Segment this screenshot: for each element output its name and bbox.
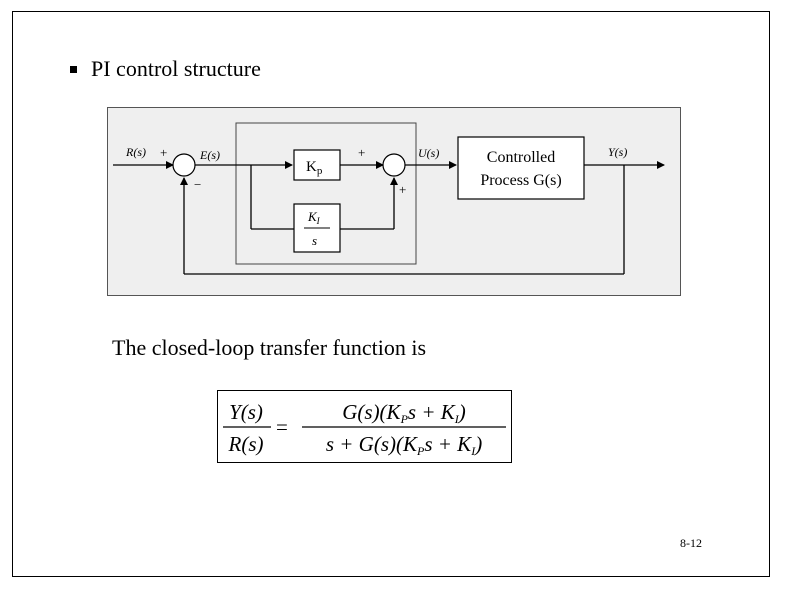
rhs-numerator: G(s)(KPs + KI): [342, 400, 466, 426]
summing-junction-2: [382, 153, 406, 177]
bullet-text: PI control structure: [91, 56, 261, 81]
minus-sign: −: [194, 177, 201, 192]
kp-label: Kp: [306, 159, 323, 177]
input-label: R(s): [125, 145, 146, 159]
page-number: 8-12: [680, 536, 702, 550]
plus-sign-2: +: [358, 145, 365, 160]
lhs-numerator: Y(s): [229, 400, 263, 424]
ki-numerator: KI: [307, 209, 321, 226]
process-block: [457, 136, 585, 200]
plus-sign-3: +: [399, 182, 406, 197]
ki-denominator: s: [312, 233, 317, 248]
pi-controller-group: [235, 122, 417, 265]
process-label-line2: Process G(s): [480, 172, 561, 189]
process-label-line1: Controlled: [487, 149, 555, 166]
error-label: E(s): [199, 148, 220, 162]
plus-sign-1: +: [160, 145, 167, 160]
bullet-item: PI control structure: [70, 56, 261, 82]
bullet-square-icon: [70, 65, 77, 73]
kp-block: [293, 149, 341, 181]
output-label: Y(s): [608, 145, 627, 159]
summing-junction-1: [172, 153, 196, 177]
intro-text: The closed-loop transfer function is: [112, 335, 427, 360]
transfer-function-box: Y(s) R(s) = G(s)(KPs + KI) s + G(s)(KPs …: [217, 390, 512, 463]
lhs-denominator: R(s): [228, 432, 264, 456]
equals-sign: =: [276, 415, 288, 439]
rhs-denominator: s + G(s)(KPs + KI): [326, 432, 482, 458]
block-diagram: R(s) + − E(s) Kp + KI s + U(s): [107, 107, 681, 296]
control-label: U(s): [418, 146, 439, 160]
block-diagram-svg: R(s) + − E(s) Kp + KI s + U(s): [113, 122, 665, 275]
slide-frame: [12, 11, 770, 577]
transfer-function-svg: Y(s) R(s) = G(s)(KPs + KI) s + G(s)(KPs …: [223, 400, 506, 458]
